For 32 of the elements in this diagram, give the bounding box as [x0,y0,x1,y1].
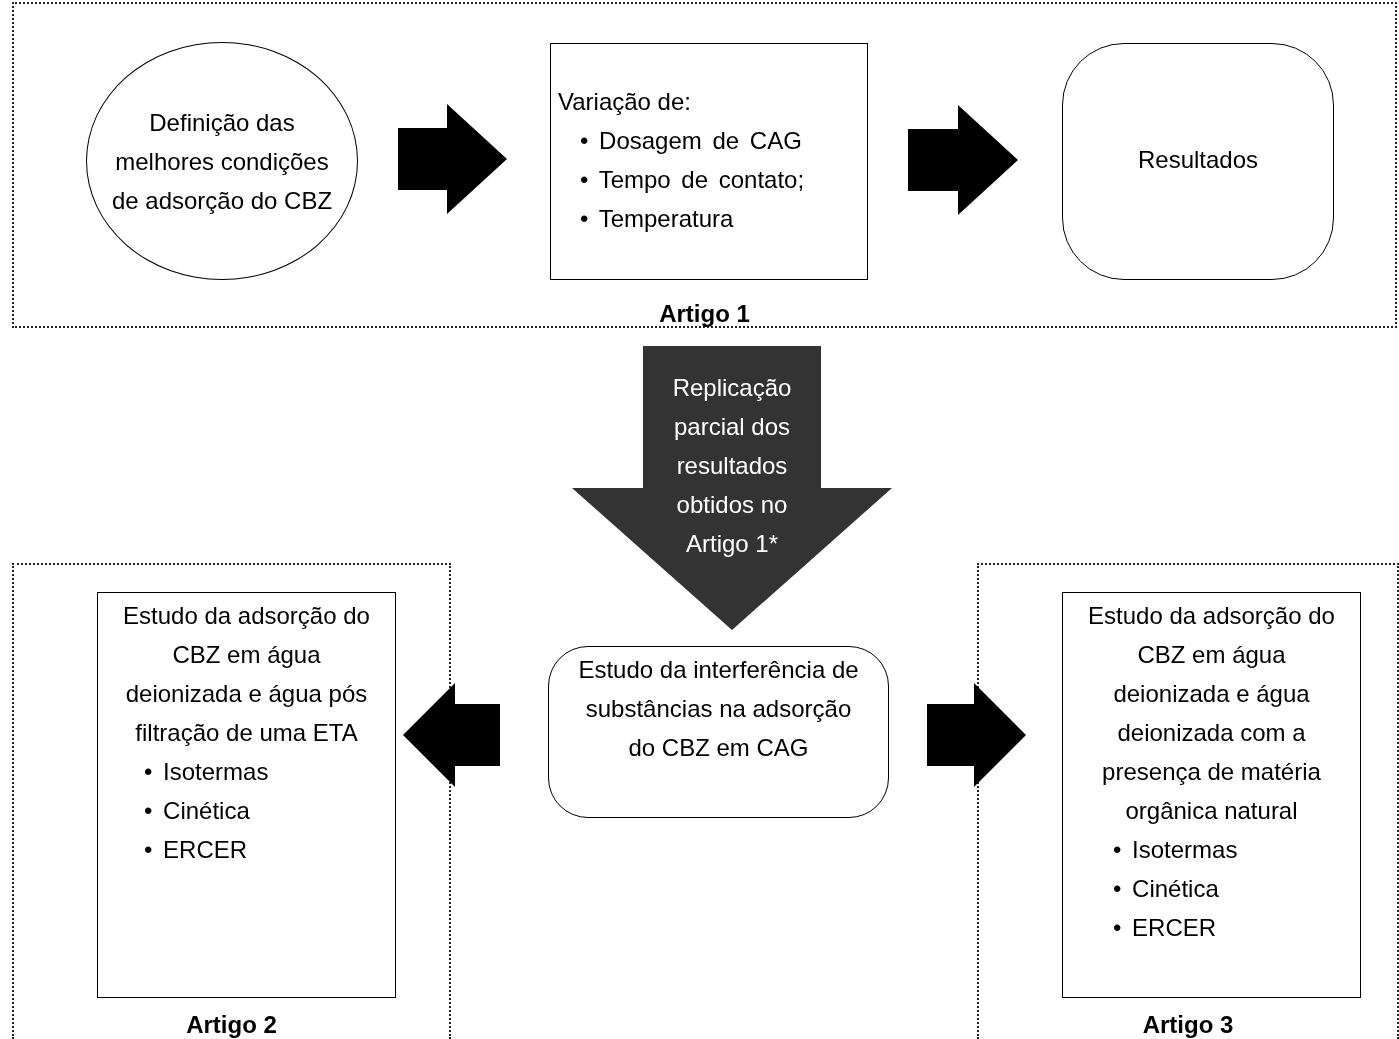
list-item: • ERCER [1113,913,1218,943]
edge-label: Replicação parcial dos resultados obtidos no Artigo 1* [671,373,793,559]
list-item: • ERCER [144,835,249,865]
process-box [97,592,396,998]
list-item: • Temperatura [580,204,735,234]
process-box [1062,592,1361,998]
rounded-box [1062,43,1334,280]
block-arrow [398,104,507,214]
box-text: Estudo da interferência de substâncias na adsorção do CBZ em CAG [577,655,860,763]
list-item: • Isotermas [144,757,270,787]
list-item: • Cinética [1113,874,1220,904]
box-text: Estudo da adsorção do CBZ em água deionizada e água pós filtração de uma ETA [122,601,371,748]
dotted-group-frame [12,2,1397,328]
group-title: Artigo 2 [185,1011,278,1039]
block-arrow [908,105,1018,215]
box-text: Estudo da adsorção do CBZ em água deionizada e água deionizada com a presença de matéria orgânica natural [1087,601,1336,826]
list-item: • Isotermas [1113,835,1239,865]
dotted-group-frame [12,563,451,1039]
rounded-box [548,646,889,818]
box-text: Resultados [1136,145,1260,175]
block-arrow [572,346,892,630]
box-text: Definição das melhores condições de adsorção do CBZ [110,107,334,216]
group-title: Artigo 3 [1141,1011,1235,1039]
list-item: • Cinética [144,796,251,826]
list-item: • Tempo de contato; [580,165,806,195]
list-item: • Dosagem de CAG [580,126,803,156]
dotted-group-frame [977,563,1399,1039]
block-arrow [927,683,1026,787]
process-box [550,43,868,280]
group-title: Artigo 1 [658,300,751,328]
block-arrow [403,683,500,787]
box-heading: Variação de: [558,87,692,117]
